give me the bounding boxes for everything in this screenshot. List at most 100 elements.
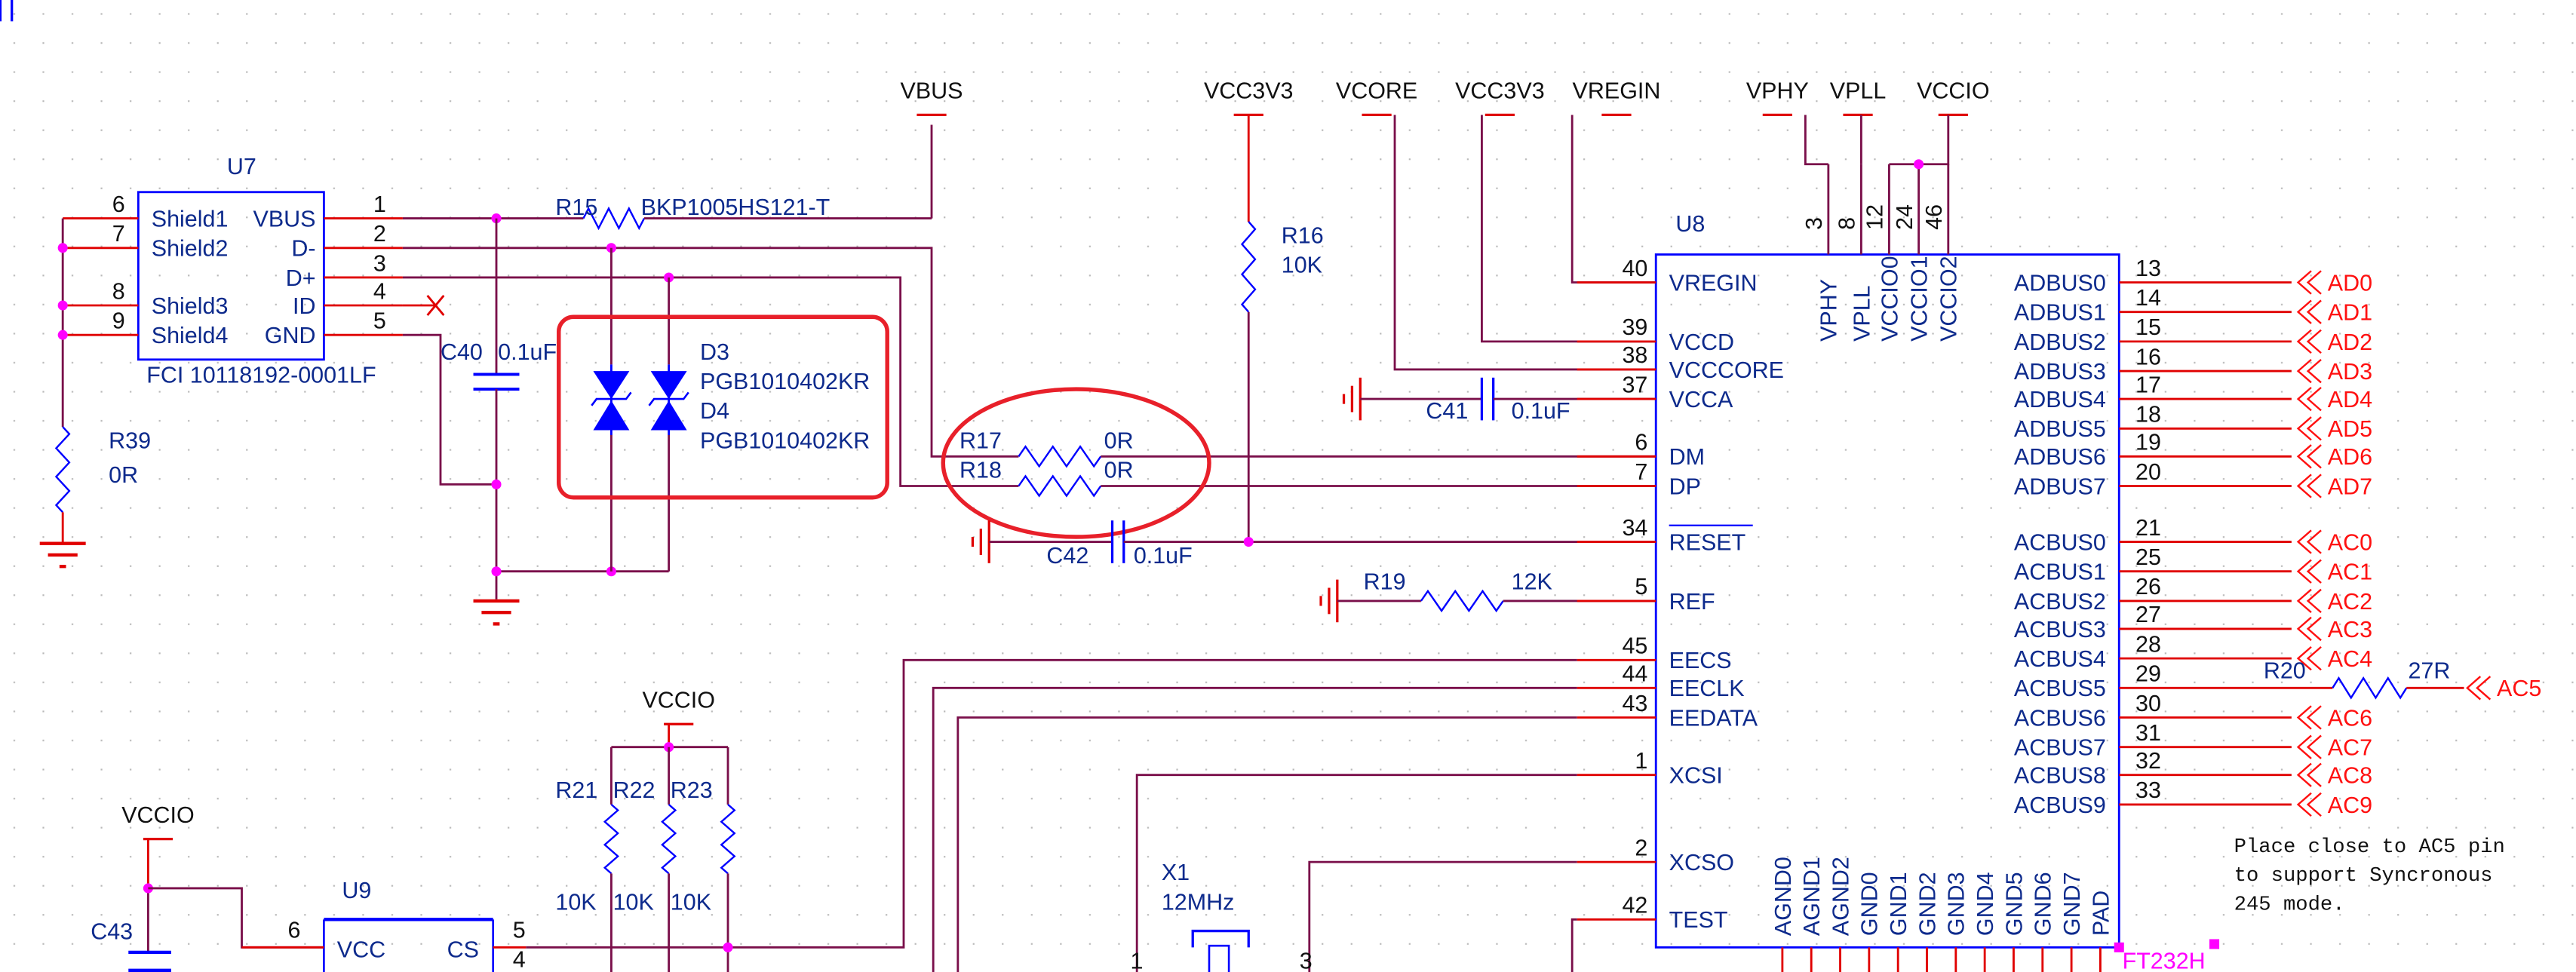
u8-pin-label: GND3 [1944, 872, 1970, 936]
net-port-icon [2306, 734, 2322, 759]
net-port-icon [2296, 474, 2312, 498]
r23-value: 10K [671, 889, 711, 915]
u8-pin-number: 32 [2135, 748, 2161, 774]
r39-value: 0R [109, 462, 138, 488]
net-port-icon [2296, 299, 2312, 324]
r15-value: BKP1005HS121-T [641, 195, 831, 220]
d4-value: PGB1010402KR [700, 428, 870, 453]
net-port-icon [2306, 416, 2322, 441]
u8-pin-label: ACBUS4 [2014, 646, 2106, 672]
u8-pin-number: 16 [2135, 344, 2161, 369]
net-port-icon [2296, 762, 2312, 787]
r16-ref: R16 [1282, 222, 1324, 248]
u8-ref: U8 [1675, 211, 1705, 237]
pullup-resistor [720, 804, 736, 875]
u7-body [137, 191, 325, 361]
net-port-icon [2306, 358, 2322, 384]
r20-ref: R20 [2264, 658, 2306, 683]
u8-pin-label: GND5 [2001, 872, 2027, 936]
u7-pin-number: 3 [373, 250, 386, 276]
net-port-icon [2306, 386, 2322, 412]
u8-pin-label: ADBUS2 [2014, 330, 2106, 355]
c40-ref: C40 [441, 339, 483, 365]
u7-pin-label: D+ [286, 265, 316, 291]
x1-pin-number: 3 [1300, 949, 1313, 972]
u7-pin-label: D- [291, 236, 315, 262]
junction-dot [1243, 536, 1254, 547]
u8-pin-number: 6 [1635, 430, 1647, 455]
u7-ref: U7 [227, 154, 256, 179]
u8-pin-label: ACBUS7 [2014, 735, 2106, 761]
u8-pin-label: GND4 [1973, 872, 1998, 936]
c41-ref: C41 [1426, 398, 1468, 424]
u7-pin-number: 5 [373, 308, 386, 333]
u8-pin-number: 31 [2135, 720, 2161, 746]
wire [402, 247, 1019, 458]
junction-dot [57, 300, 68, 311]
u8-pin-label: ACBUS1 [2014, 560, 2106, 585]
net-label-ad7: AD7 [2328, 474, 2372, 499]
u8-pin-label: ADBUS0 [2014, 270, 2106, 296]
u8-pin-number: 7 [1635, 459, 1647, 485]
tvs-diode-bar [648, 391, 689, 406]
r18-ref: R18 [959, 458, 1002, 483]
part-origin-marker [2209, 939, 2220, 949]
u8-pin-number: 15 [2135, 314, 2161, 340]
u8-pin-label: ACBUS8 [2014, 763, 2106, 789]
net-port-icon [2306, 474, 2322, 498]
crystal-symbol [1208, 944, 1230, 972]
u8-pin-number: 33 [2135, 777, 2161, 803]
usb-resistor-highlight-circle [941, 387, 1211, 539]
net-port-icon [2296, 386, 2312, 412]
u8-pin-label-xcsi: XCSI [1669, 763, 1723, 789]
u8-pin-number: 20 [2135, 459, 2161, 485]
vcore-label: VCORE [1336, 78, 1417, 104]
u8-pin-number: 14 [2135, 285, 2161, 311]
u9-pin-number: 5 [513, 917, 526, 943]
u8-pin-number: 2 [1635, 835, 1647, 860]
net-label-ac3: AC3 [2328, 617, 2372, 642]
u7-pin-number: 1 [373, 192, 386, 217]
u8-pin-number: 1 [1635, 748, 1647, 774]
net-label-ac5: AC5 [2497, 676, 2541, 701]
u8-pin-label-vregin: VREGIN [1669, 270, 1758, 296]
u8-pin-number: 8 [1835, 217, 1860, 230]
junction-dot [1914, 159, 1924, 170]
net-label-ac8: AC8 [2328, 763, 2372, 789]
u8-pin-label: AGND2 [1828, 857, 1853, 936]
net-port-icon [2296, 529, 2312, 554]
u7-pin-number: 8 [112, 278, 125, 304]
pullup-resistor [661, 804, 677, 875]
u9-ref: U9 [342, 878, 371, 903]
u9-pin-label: VCC [337, 937, 385, 962]
net-label-ac9: AC9 [2328, 793, 2372, 818]
u8-pin-label: ADBUS4 [2014, 387, 2106, 412]
net-label-ad4: AD4 [2328, 387, 2372, 412]
r20-resistor [2332, 676, 2408, 700]
u8-pin-label: GND1 [1886, 872, 1911, 936]
u8-pin-number: 27 [2135, 602, 2161, 627]
r16-value: 10K [1282, 252, 1322, 277]
net-port-icon [2306, 645, 2322, 671]
r19-ref: R19 [1364, 569, 1406, 595]
net-label-ac0: AC0 [2328, 529, 2372, 555]
pullup-resistor [603, 804, 619, 875]
r19-value: 12K [1512, 569, 1552, 595]
net-port-icon [2306, 329, 2322, 354]
tvs-diode-icon [650, 371, 687, 400]
u7-part-number: FCI 10118192-0001LF [146, 362, 376, 388]
u8-pin-label-vcccore: VCCCORE [1669, 357, 1784, 383]
u8-pin-label: ACBUS5 [2014, 676, 2106, 701]
u8-pin-number: 38 [1622, 342, 1647, 368]
wire [1135, 774, 1577, 972]
junction-dot [57, 243, 68, 253]
u8-pin-number: 24 [1892, 204, 1917, 230]
u7-pin-number: 6 [112, 192, 125, 217]
r18-resistor [1018, 474, 1102, 498]
wire [402, 333, 497, 486]
x1-pin-number: 1 [1130, 949, 1143, 972]
d3-value: PGB1010402KR [700, 369, 870, 394]
c42-ref: C42 [1046, 543, 1088, 569]
u8-pin-label-eecs: EECS [1669, 648, 1732, 673]
r39-ref: R39 [109, 428, 151, 453]
